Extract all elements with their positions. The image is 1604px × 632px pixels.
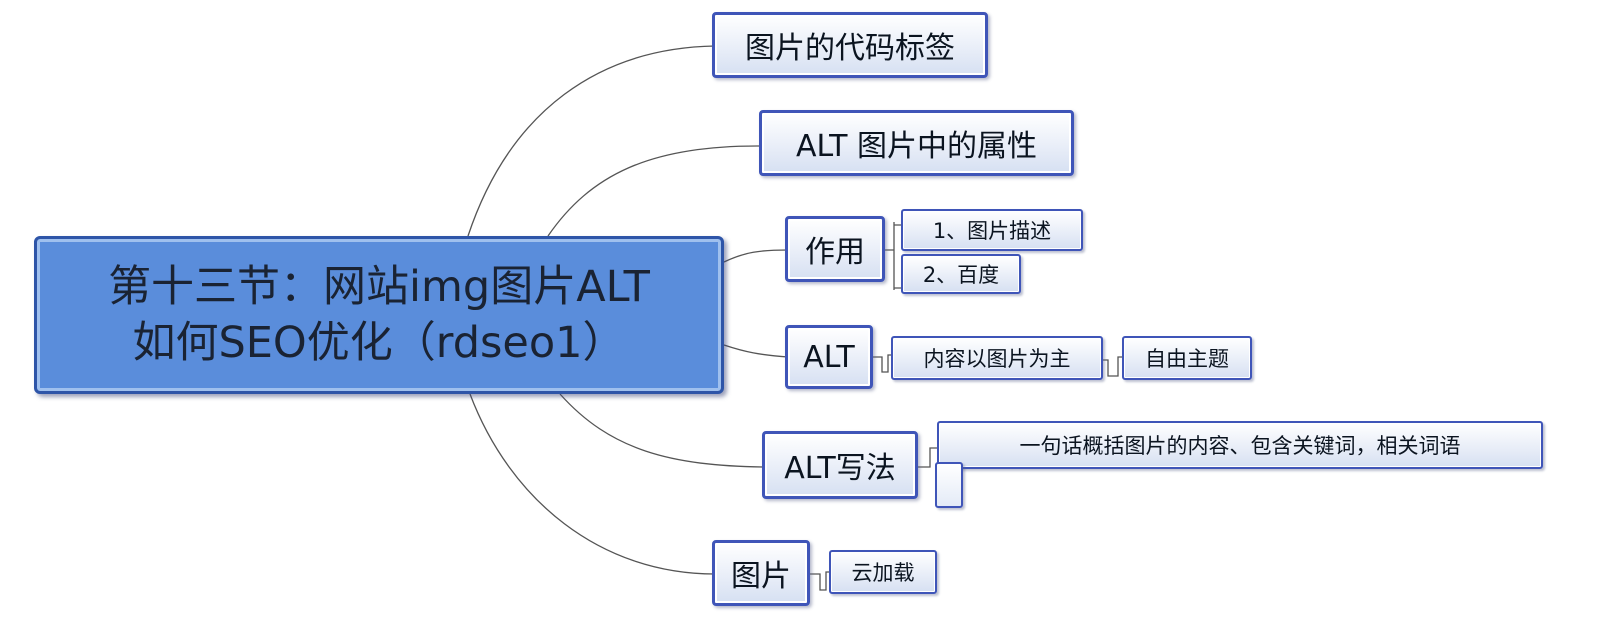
connector-alt-grandchild	[1102, 356, 1124, 377]
subtopic-image-description[interactable]: 1、图片描述	[901, 209, 1083, 251]
central-topic-line2: 如何SEO优化（rdseo1）	[132, 318, 626, 368]
topic-alt[interactable]: ALT	[785, 325, 873, 389]
topic-image[interactable]: 图片	[712, 540, 810, 606]
connector-alt	[723, 344, 789, 358]
connector-purpose	[723, 249, 789, 263]
subtopic-empty-placeholder[interactable]	[935, 462, 963, 508]
subtopic-baidu[interactable]: 2、百度	[901, 254, 1021, 294]
topic-image-code-tag[interactable]: 图片的代码标签	[712, 12, 988, 78]
central-topic[interactable]: 第十三节：网站img图片ALT 如何SEO优化（rdseo1）	[34, 236, 724, 394]
subtopic-cloud-loading[interactable]: 云加载	[829, 550, 937, 594]
connector-alt-writing	[559, 393, 767, 468]
topic-alt-attribute[interactable]: ALT 图片中的属性	[759, 110, 1074, 176]
connector-alt-child	[872, 354, 893, 373]
connector-image-child	[810, 571, 831, 591]
central-topic-line1: 第十三节：网站img图片ALT	[108, 262, 650, 312]
subtopic-content-image-focused[interactable]: 内容以图片为主	[891, 336, 1103, 380]
connector-image	[469, 393, 716, 575]
topic-alt-writing[interactable]: ALT写法	[762, 431, 918, 499]
subtopic-one-sentence-summary[interactable]: 一句话概括图片的内容、包含关键词，相关词语	[937, 421, 1543, 469]
connector-code-tag	[467, 45, 716, 237]
subtopic-free-topic[interactable]: 自由主题	[1122, 336, 1252, 380]
connector-alt-attr	[547, 145, 763, 237]
topic-purpose[interactable]: 作用	[785, 216, 885, 282]
connector-purpose-children	[884, 222, 903, 290]
connector-alt-writing-child	[918, 447, 940, 468]
